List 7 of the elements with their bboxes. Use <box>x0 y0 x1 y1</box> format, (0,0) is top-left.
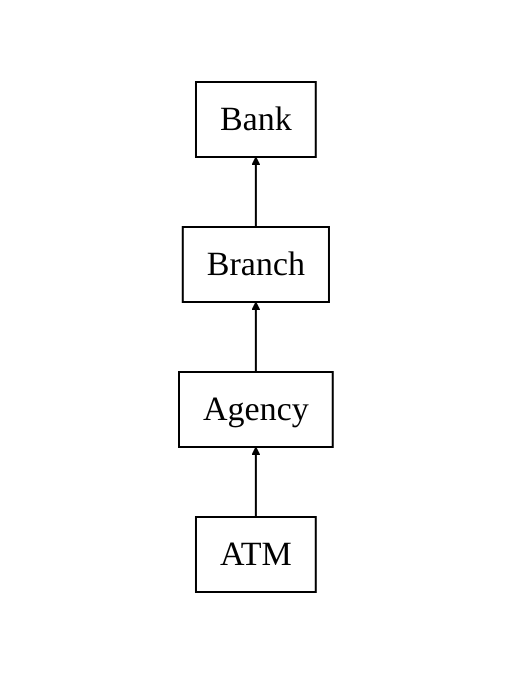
arrow <box>251 156 260 226</box>
node-box: ATM <box>194 516 316 592</box>
node-box: Bank <box>194 80 316 158</box>
arrow <box>251 446 260 516</box>
node-box: Branch <box>181 226 330 302</box>
arrow <box>251 301 260 372</box>
node-box: Agency <box>178 370 334 448</box>
